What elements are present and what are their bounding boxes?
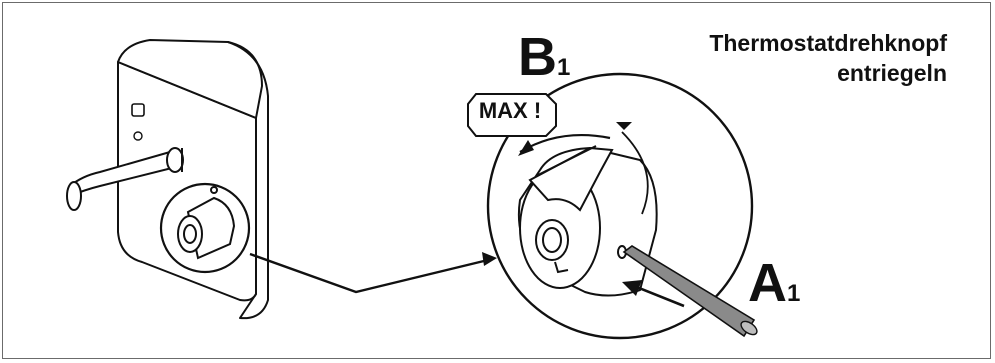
title-line-2: entriegeln bbox=[837, 60, 947, 86]
housing-knob bbox=[159, 182, 251, 274]
label-a-sub: 1 bbox=[787, 280, 801, 307]
travel-arc bbox=[621, 131, 649, 215]
housing-symbol-icon bbox=[131, 103, 145, 117]
max-warning-label: MAX ! bbox=[478, 98, 542, 123]
spout bbox=[66, 147, 184, 211]
push-arrow bbox=[633, 284, 685, 308]
max-bubble-outline bbox=[467, 93, 557, 137]
label-b-sub: 1 bbox=[557, 54, 571, 81]
title-line-1: Thermostatdrehknopf bbox=[709, 30, 947, 56]
label-b1: B1 bbox=[518, 30, 570, 84]
travel-marker-icon bbox=[616, 122, 632, 130]
tap-housing bbox=[117, 39, 269, 320]
zoomed-knob bbox=[517, 145, 658, 297]
release-tool bbox=[622, 245, 758, 338]
label-a-main: A bbox=[748, 253, 787, 313]
instruction-title: Thermostatdrehknopf entriegeln bbox=[709, 28, 947, 88]
label-b-main: B bbox=[518, 27, 557, 87]
zoom-pointer-arrow bbox=[249, 252, 489, 294]
label-a1: A1 bbox=[748, 256, 800, 310]
